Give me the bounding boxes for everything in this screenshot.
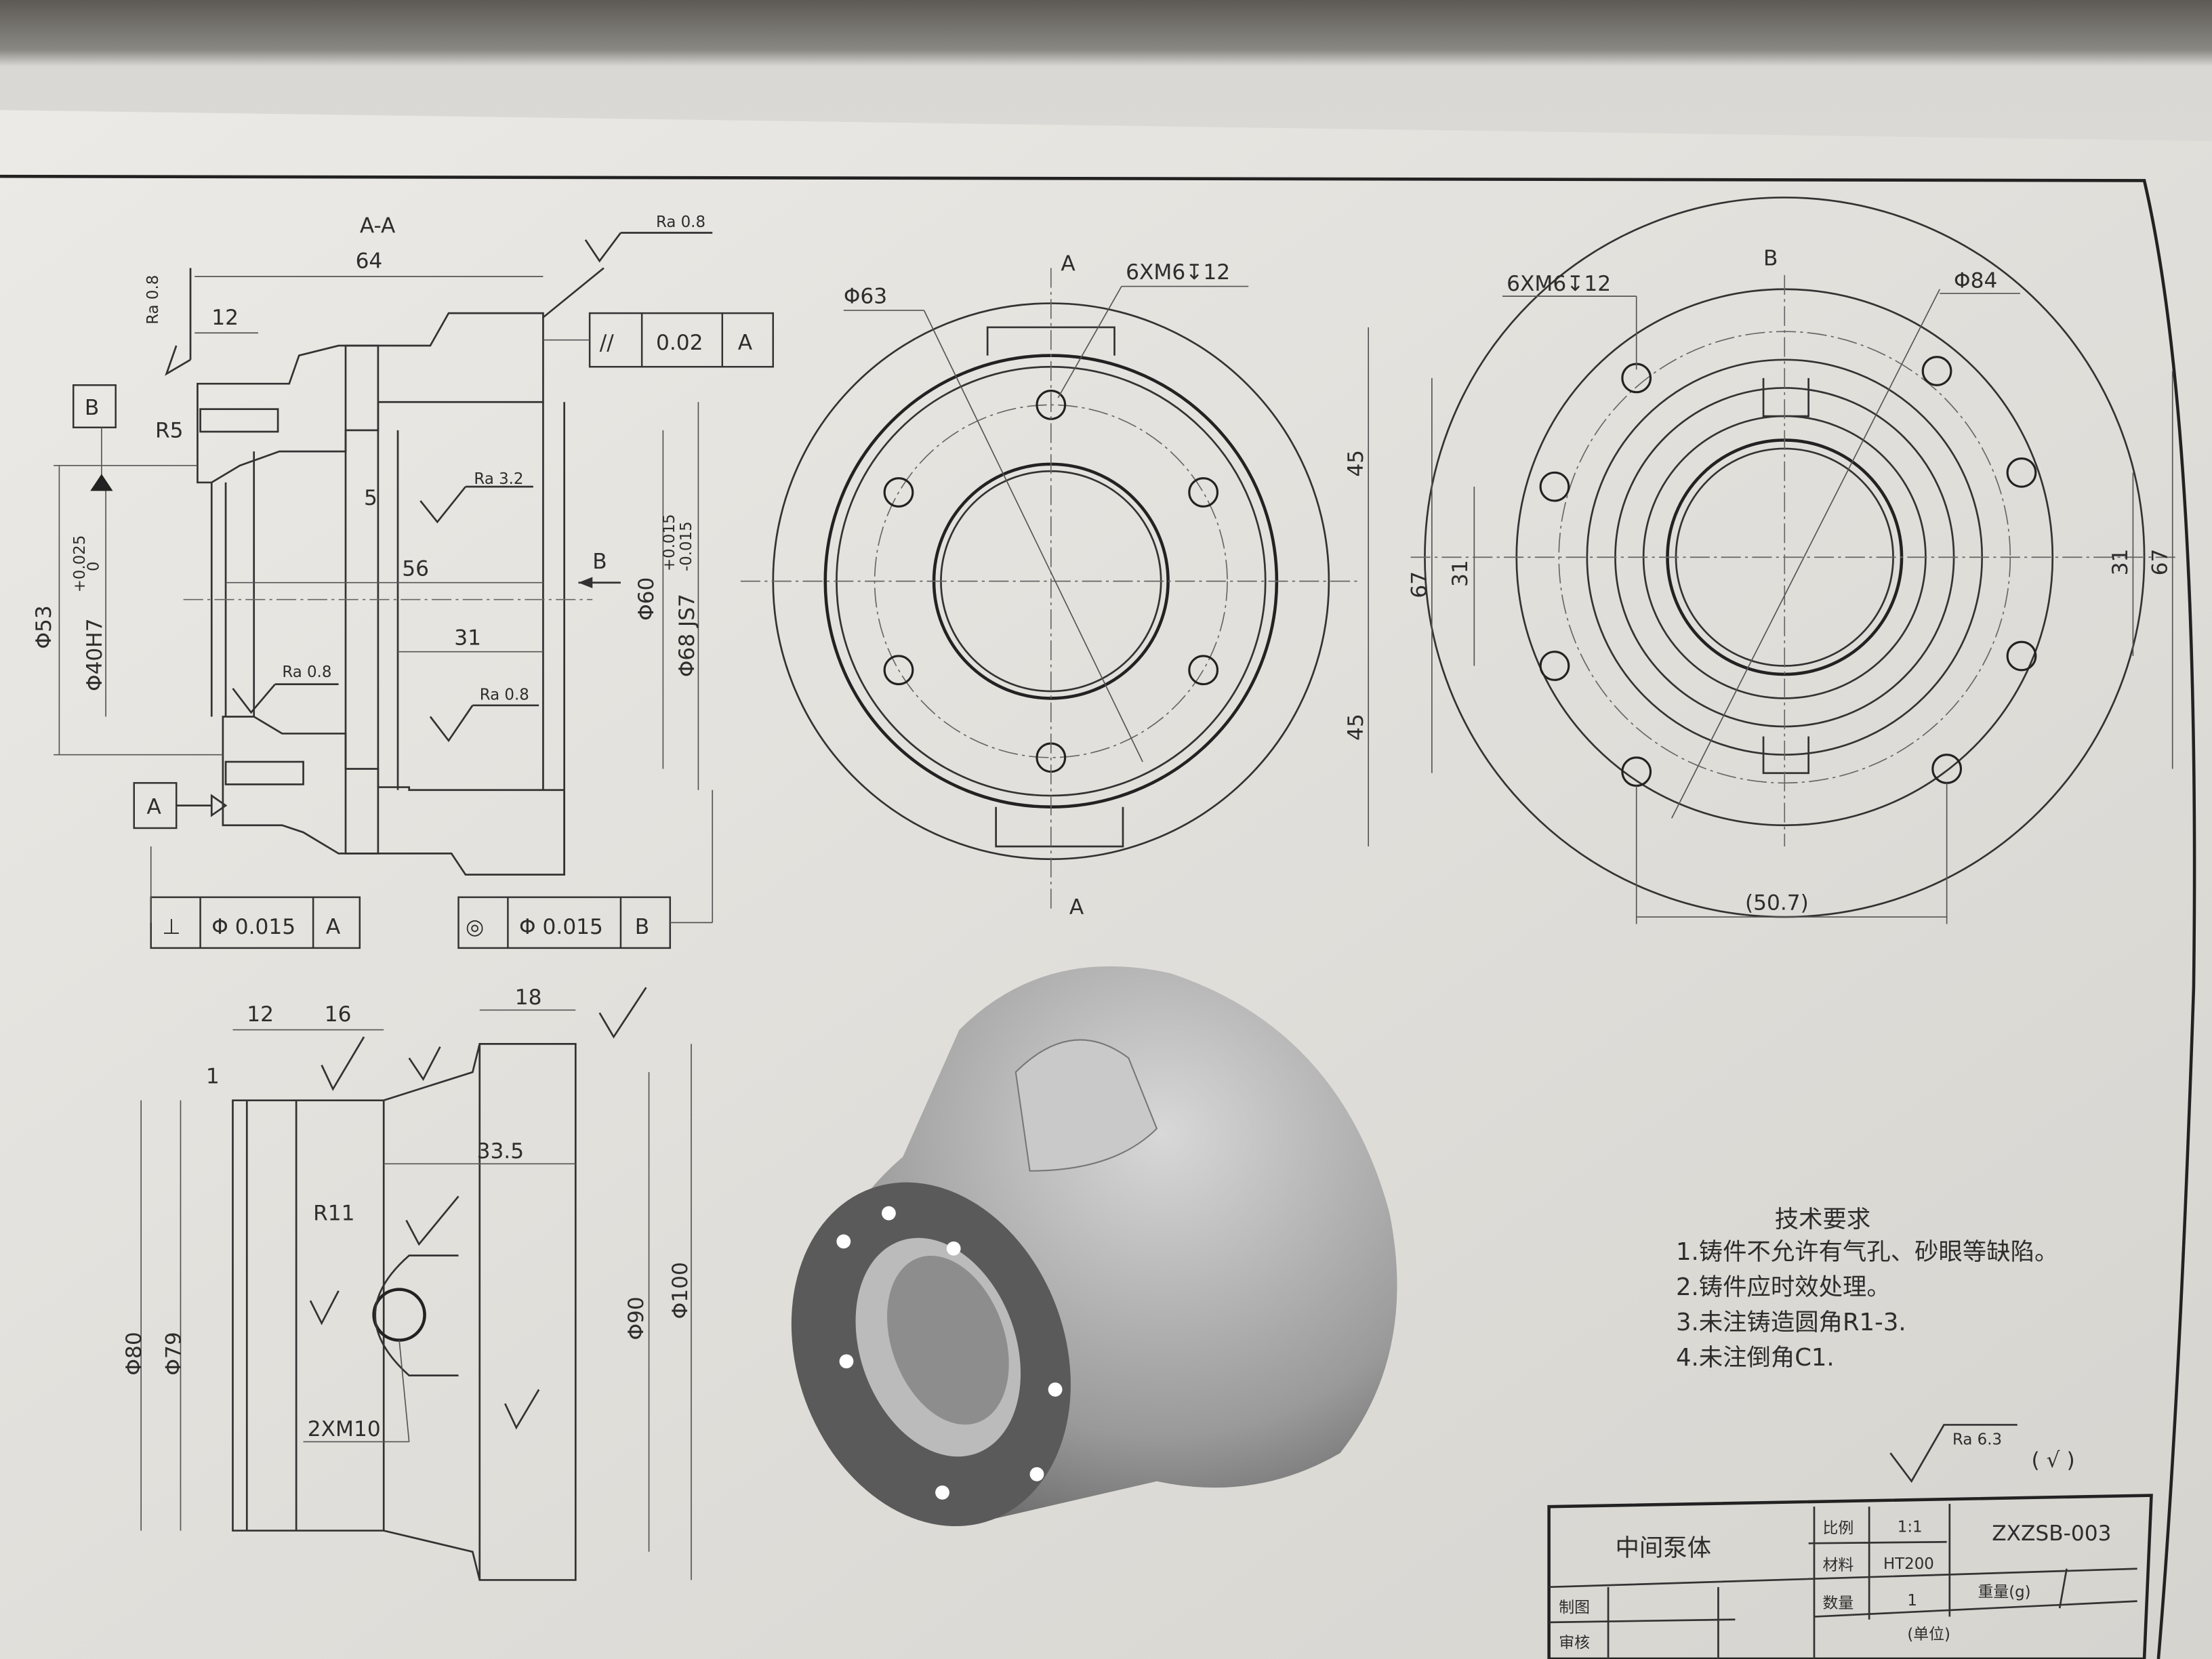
- front-view: Φ63 6XM6↧12 A A 45 45: [740, 252, 1370, 920]
- svg-text:◎: ◎: [466, 915, 484, 939]
- section-mark-bottom: A: [1069, 895, 1084, 920]
- svg-text:比例: 比例: [1822, 1520, 1853, 1538]
- dim-64: 64: [356, 249, 383, 274]
- roughness-bore: Ra 0.8: [282, 663, 331, 681]
- dim-r11: R11: [313, 1202, 354, 1226]
- dim-67-left: 67: [1408, 571, 1432, 598]
- tolerance-perpendicular: ⊥ Φ 0.015 A: [150, 846, 361, 949]
- svg-text:重量(g): 重量(g): [1978, 1583, 2030, 1601]
- tech-item-3: 3.未注铸造圆角R1-3.: [1676, 1309, 1906, 1336]
- tech-title: 技术要求: [1775, 1206, 1871, 1233]
- svg-text:(单位): (单位): [1907, 1626, 1950, 1643]
- dim-d60: Φ60: [634, 577, 659, 621]
- technical-requirements: 技术要求 1.铸件不允许有气孔、砂眼等缺陷。 2.铸件应时效处理。 3.未注铸造…: [1676, 1206, 2058, 1372]
- isometric-render: [791, 966, 1397, 1527]
- svg-text:A: A: [738, 331, 753, 355]
- dim-18: 18: [515, 985, 542, 1010]
- tolerance-concentricity: ◎ Φ 0.015 B: [457, 790, 714, 949]
- drawing-number: ZXZSB-003: [1992, 1521, 2111, 1546]
- roughness-symbols: [309, 987, 647, 1430]
- general-roughness: Ra 6.3 ( √ ): [1889, 1424, 2075, 1483]
- dim-r5: R5: [155, 418, 184, 443]
- dim-67-right: 67: [2148, 549, 2172, 576]
- svg-text:制图: 制图: [1559, 1599, 1590, 1616]
- dim-d63: Φ63: [844, 285, 887, 309]
- datum-b-label: B: [85, 396, 99, 420]
- svg-text:材料: 材料: [1822, 1557, 1853, 1574]
- tol-d40-lower: 0: [85, 561, 103, 571]
- material-value: HT200: [1883, 1555, 1934, 1573]
- svg-text:B: B: [635, 915, 649, 939]
- dim-45-lower: 45: [1344, 714, 1368, 741]
- svg-text:A: A: [326, 915, 341, 939]
- dim-16: 16: [325, 1002, 352, 1027]
- section-title: A-A: [360, 213, 396, 238]
- section-view-a-a: A-A 64 12 R5 5 56 31 Φ53 Φ40H7 +0.025 0 …: [32, 213, 774, 949]
- datum-a-label: A: [146, 795, 161, 819]
- roughness-top: Ra 0.8: [656, 213, 705, 231]
- svg-text://: //: [600, 331, 615, 355]
- dim-d53: Φ53: [32, 605, 56, 649]
- scale-value: 1:1: [1898, 1519, 1923, 1536]
- svg-text:数量: 数量: [1822, 1595, 1853, 1612]
- tech-item-1: 1.铸件不允许有气孔、砂眼等缺陷。: [1676, 1238, 2058, 1266]
- tech-item-2: 2.铸件应时效处理。: [1676, 1273, 1891, 1301]
- part-name: 中间泵体: [1615, 1534, 1711, 1562]
- dim-d79: Φ79: [161, 1332, 186, 1375]
- dim-1: 1: [206, 1065, 220, 1089]
- svg-text:( √ ): ( √ ): [2032, 1448, 2075, 1473]
- dim-56: 56: [402, 556, 429, 581]
- svg-text:Ra 6.3: Ra 6.3: [1952, 1431, 2002, 1449]
- svg-text:⊥: ⊥: [162, 915, 180, 939]
- dim-31-right: 31: [2108, 549, 2133, 576]
- roughness-left: Ra 0.8: [144, 275, 162, 325]
- tol-d68-upper: +0.015: [661, 514, 678, 571]
- dim-5: 5: [364, 486, 377, 510]
- view-b-label: B: [1763, 246, 1778, 270]
- front-holes-callout: 6XM6↧12: [1126, 260, 1230, 285]
- dim-d68js7: Φ68 JS7: [675, 594, 699, 677]
- dim-d90: Φ90: [624, 1296, 649, 1340]
- tolerance-parallel: // 0.02 A: [543, 312, 774, 368]
- svg-text:0.02: 0.02: [656, 331, 703, 355]
- tol-d68-lower: -0.015: [678, 521, 695, 571]
- roughness-face: Ra 0.8: [480, 686, 529, 703]
- section-mark-top: A: [1061, 252, 1076, 276]
- dim-50-7: (50.7): [1745, 891, 1809, 916]
- svg-text:Φ 0.015: Φ 0.015: [211, 915, 295, 939]
- dim-31: 31: [454, 626, 481, 650]
- right-view-b: B 6XM6↧12 Φ84 67 31 31 67 (50.7): [1408, 197, 2180, 924]
- dim-d84: Φ84: [1954, 269, 1997, 293]
- dim-d80: Φ80: [122, 1332, 146, 1375]
- dim-31-left: 31: [1448, 560, 1473, 587]
- paper-sheet: [0, 110, 2212, 1659]
- dim-12: 12: [211, 306, 239, 330]
- dim-12-b: 12: [247, 1002, 274, 1027]
- dim-33-5: 33.5: [477, 1139, 525, 1164]
- tol-d40-upper: +0.025: [71, 535, 89, 593]
- roughness-ra32: Ra 3.2: [474, 470, 523, 488]
- holes-2xm10: 2XM10: [308, 1417, 381, 1441]
- svg-text:审核: 审核: [1559, 1634, 1590, 1652]
- right-holes-callout: 6XM6↧12: [1507, 272, 1611, 296]
- view-arrow-b: B: [592, 550, 607, 574]
- svg-text:Φ 0.015: Φ 0.015: [519, 915, 603, 939]
- title-block: 中间泵体 比例 1:1 材料 HT200 ZXZSB-003 数量 1 重量(g…: [1547, 1494, 2153, 1659]
- dim-d100: Φ100: [668, 1262, 693, 1319]
- tech-item-4: 4.未注倒角C1.: [1676, 1344, 1835, 1372]
- qty-value: 1: [1907, 1592, 1917, 1610]
- dim-45-upper: 45: [1344, 450, 1368, 477]
- outline-view: 12 16 18 1 33.5 R11 2XM10 Φ80 Φ79 Φ90 Φ1…: [122, 985, 693, 1581]
- drawing-border: [0, 174, 2196, 1659]
- dim-d40h7: Φ40H7: [83, 618, 107, 691]
